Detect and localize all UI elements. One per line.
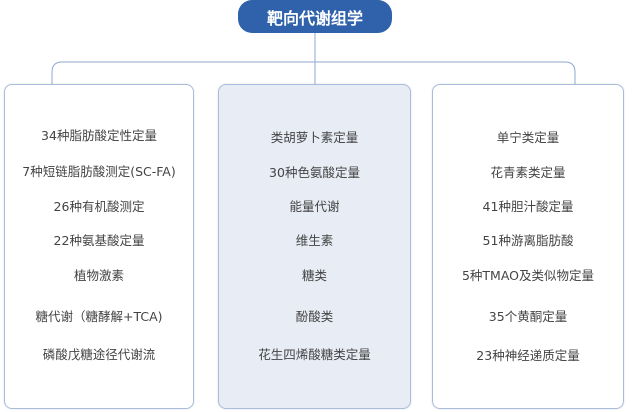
list-item: 磷酸戊糖途径代谢流: [42, 347, 156, 362]
list-item: 26种有机酸测定: [53, 199, 145, 214]
root-node-title: 靶向代谢组学: [238, 0, 392, 33]
column-middle: 类胡萝卜素定量 30种色氨酸定量 能量代谢 维生素 糖类 酚酸类 花生四烯酸糖类…: [218, 84, 411, 409]
list-item: 23种神经递质定量: [476, 348, 580, 363]
list-item: 花青素类定量: [490, 165, 566, 180]
column-right: 单宁类定量 花青素类定量 41种胆汁酸定量 51种游离脂肪酸 5种TMAO及类似…: [432, 84, 624, 409]
list-item: 能量代谢: [289, 199, 340, 214]
connector-lines: [51, 33, 576, 84]
list-item: 酚酸类: [295, 309, 334, 324]
list-item: 22种氨基酸定量: [53, 233, 145, 248]
list-item: 植物激素: [73, 268, 124, 283]
list-item: 单宁类定量: [496, 130, 560, 145]
list-item: 41种胆汁酸定量: [482, 199, 574, 214]
list-item: 7种短链脂肪酸测定(SC-FA): [22, 164, 176, 179]
list-item: 5种TMAO及类似物定量: [461, 268, 595, 283]
list-item: 糖代谢（糖酵解+TCA): [35, 309, 163, 324]
list-item: 类胡萝卜素定量: [270, 130, 359, 145]
column-left: 34种脂肪酸定性定量 7种短链脂肪酸测定(SC-FA) 26种有机酸测定 22种…: [4, 84, 194, 409]
list-item: 花生四烯酸糖类定量: [258, 347, 371, 362]
list-item: 30种色氨酸定量: [269, 165, 360, 180]
list-item: 34种脂肪酸定性定量: [41, 128, 157, 143]
list-item: 糖类: [301, 268, 327, 283]
list-item: 51种游离脂肪酸: [482, 233, 574, 248]
list-item: 维生素: [295, 233, 334, 248]
list-item: 35个黄酮定量: [488, 309, 568, 324]
